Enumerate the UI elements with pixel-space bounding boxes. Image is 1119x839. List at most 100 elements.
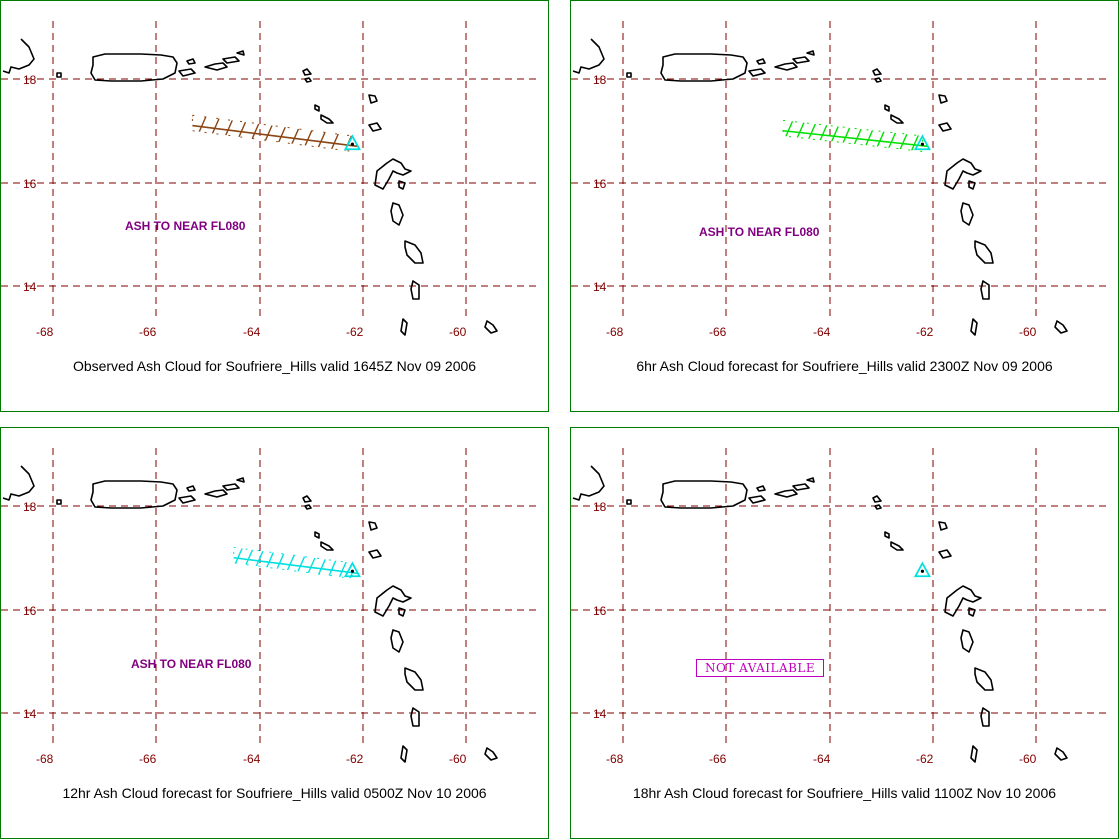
- coastline: [404, 667, 424, 691]
- ash-height-label: ASH TO NEAR FL080: [125, 219, 246, 233]
- coastline: [980, 280, 990, 300]
- volcano-marker: [343, 134, 361, 151]
- coastline: [944, 158, 982, 190]
- coastline: [1054, 320, 1068, 334]
- lon-tick-label: -62: [346, 325, 364, 339]
- coastline: [938, 549, 952, 559]
- coastline: [792, 56, 810, 64]
- coastline: [222, 56, 240, 64]
- coastline: [302, 495, 312, 503]
- panel-caption: 12hr Ash Cloud forecast for Soufriere_Hi…: [62, 785, 487, 801]
- volcano-marker: [913, 561, 931, 578]
- volcano-marker: [913, 134, 931, 151]
- coastline: [2, 465, 35, 501]
- coastline: [1054, 747, 1068, 761]
- lat-tick-label: 16: [23, 177, 37, 191]
- coastline: [660, 480, 748, 509]
- lon-tick-label: -68: [36, 325, 54, 339]
- coastline: [960, 629, 974, 653]
- ash-cloud-hatch: [233, 547, 353, 579]
- coastline: [374, 585, 412, 617]
- coastline: [938, 122, 952, 132]
- coastline: [236, 477, 245, 483]
- coastline: [236, 50, 245, 56]
- coastline: [626, 499, 632, 505]
- ash-cloud-hatch: [783, 120, 923, 152]
- lon-tick-label: -64: [243, 752, 261, 766]
- coastline: [186, 485, 196, 492]
- lat-tick-label: 14: [23, 707, 37, 721]
- coastline: [756, 58, 766, 65]
- lon-tick-label: -66: [709, 752, 727, 766]
- coastline: [368, 122, 382, 132]
- lon-tick-label: -66: [709, 325, 727, 339]
- coastline: [774, 489, 798, 498]
- coastline: [302, 68, 312, 76]
- coastline: [204, 62, 228, 71]
- coastline: [56, 499, 62, 505]
- volcano-dot: [350, 142, 355, 146]
- coastline: [872, 495, 882, 503]
- coastline: [2, 38, 35, 74]
- ash-cloud-outline: [782, 119, 923, 153]
- lon-tick-label: -66: [139, 752, 157, 766]
- coastline: [404, 240, 424, 264]
- coastline: [178, 495, 196, 504]
- coastline: [970, 745, 978, 763]
- coastline: [304, 77, 312, 83]
- lat-tick-label: 18: [23, 500, 37, 514]
- coastline: [314, 104, 320, 112]
- coastline: [968, 607, 976, 617]
- ash-cloud-axis: [192, 124, 358, 148]
- coastline: [178, 68, 196, 77]
- lon-tick-label: -62: [916, 752, 934, 766]
- lon-tick-label: -68: [36, 752, 54, 766]
- coastline: [884, 104, 890, 112]
- ash-height-label: ASH TO NEAR FL080: [131, 657, 252, 671]
- ash-cloud-axis: [233, 556, 358, 575]
- lon-tick-label: -60: [449, 752, 467, 766]
- map-canvas: 18 16 14 -68 -66 -64 -62 -60: [1, 448, 541, 766]
- lon-tick-label: -62: [916, 325, 934, 339]
- lat-tick-label: 18: [593, 500, 607, 514]
- coastline: [974, 240, 994, 264]
- lat-tick-label: 16: [593, 604, 607, 618]
- coastline: [572, 38, 605, 74]
- lon-tick-label: -60: [1019, 752, 1037, 766]
- panel-caption: Observed Ash Cloud for Soufriere_Hills v…: [72, 358, 477, 374]
- lon-tick-label: -62: [346, 752, 364, 766]
- lat-tick-label: 16: [23, 604, 37, 618]
- coastline: [374, 158, 412, 190]
- lat-tick-label: 16: [593, 177, 607, 191]
- ash-height-label: ASH TO NEAR FL080: [699, 225, 820, 239]
- coastline: [890, 541, 904, 551]
- coastline: [320, 114, 334, 124]
- volcano-marker: [343, 561, 361, 578]
- volcano-dot: [920, 142, 925, 146]
- map-panel-3: 18 16 14 -68 -66 -64 -62 -60 ASH TO NEAR FL080 12…: [0, 427, 549, 839]
- coastline: [410, 280, 420, 300]
- lon-tick-label: -64: [813, 325, 831, 339]
- coastline: [368, 521, 378, 531]
- not-available-box: NOT AVAILABLE: [696, 659, 825, 677]
- lon-tick-label: -64: [243, 325, 261, 339]
- coastline: [938, 94, 948, 104]
- coastline: [400, 745, 408, 763]
- coastline: [960, 202, 974, 226]
- lon-tick-label: -60: [1019, 325, 1037, 339]
- coastline: [806, 477, 815, 483]
- coastline: [390, 202, 404, 226]
- coastline: [938, 521, 948, 531]
- lat-tick-label: 14: [593, 280, 607, 294]
- lat-tick-label: 14: [593, 707, 607, 721]
- coastline: [368, 549, 382, 559]
- coastline: [944, 585, 982, 617]
- coastline: [980, 707, 990, 727]
- coastline: [304, 504, 312, 510]
- coastline: [890, 114, 904, 124]
- coastline: [756, 485, 766, 492]
- lon-tick-label: -60: [449, 325, 467, 339]
- coastline: [974, 667, 994, 691]
